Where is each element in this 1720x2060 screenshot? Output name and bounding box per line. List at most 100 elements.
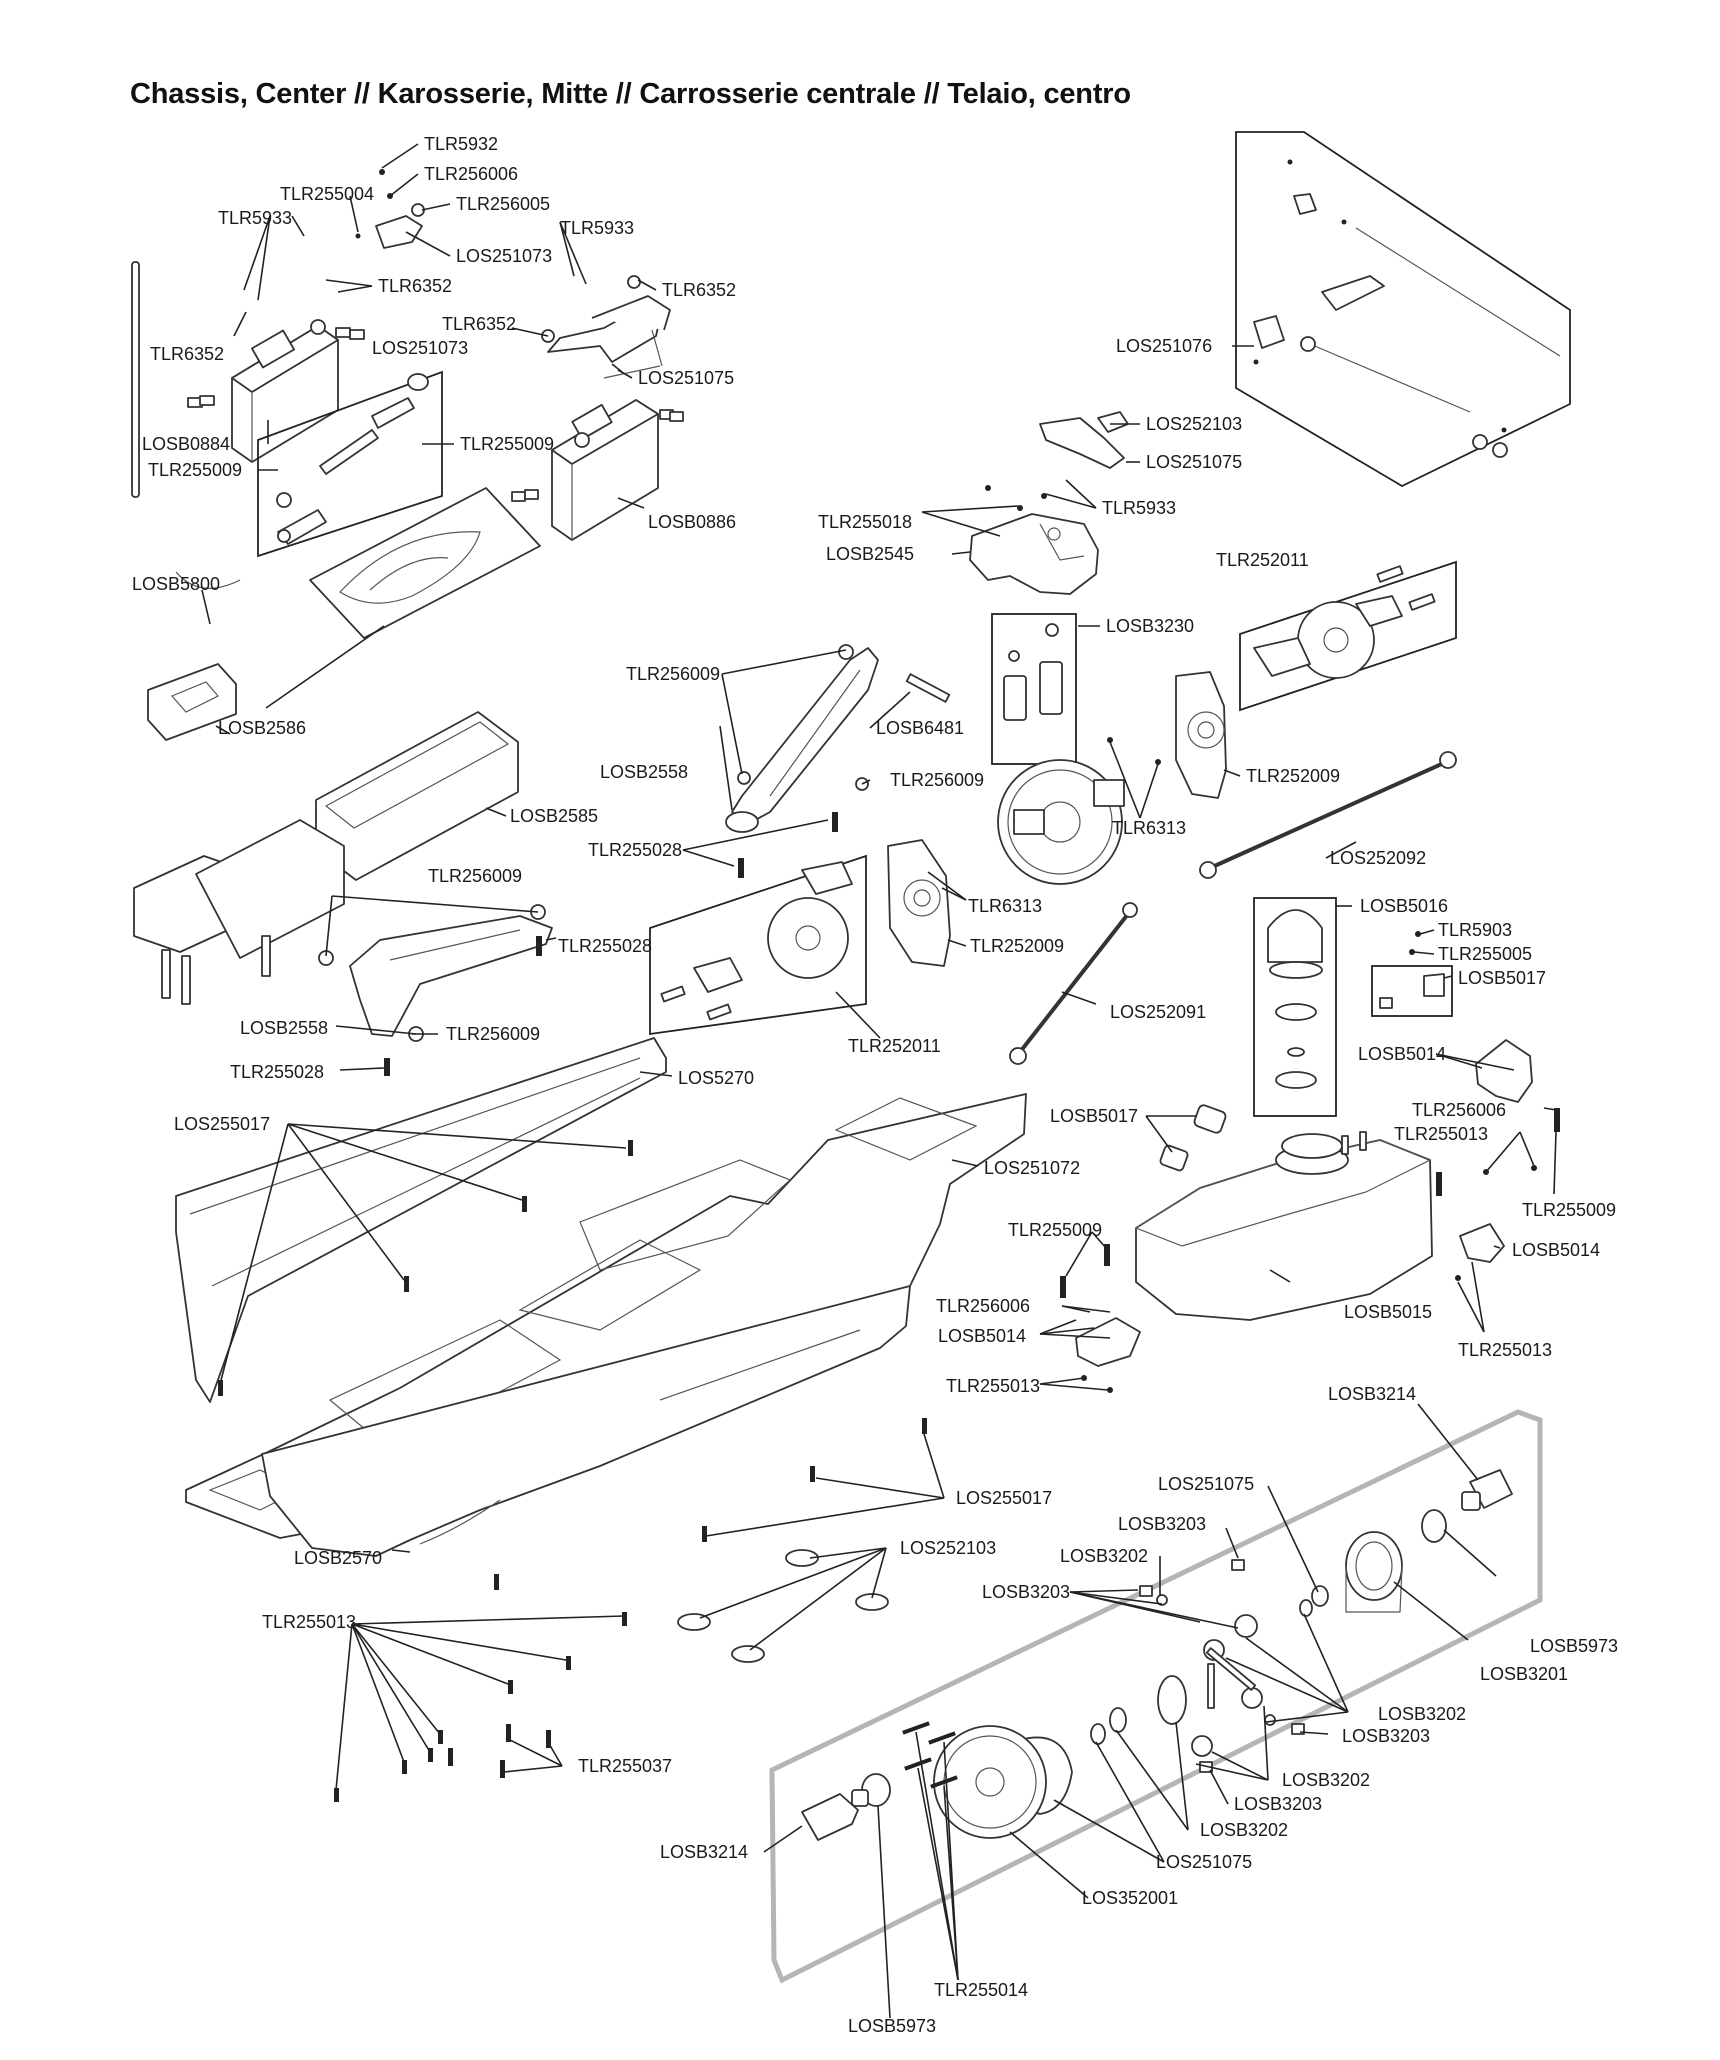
label-losb3214-low: LOSB3214 xyxy=(660,1842,748,1862)
label-losb0886: LOSB0886 xyxy=(648,512,736,532)
center-spur-gear-part xyxy=(997,759,1125,885)
label-los251073-top: LOS251073 xyxy=(456,246,552,266)
label-tlr255013-tankright: TLR255013 xyxy=(1458,1340,1552,1360)
label-tlr6313-right: TLR6313 xyxy=(1112,818,1186,838)
label-tlr6352-c: TLR6352 xyxy=(442,314,516,334)
driveshaft-rear-part xyxy=(1009,902,1138,1065)
label-los252092: LOS252092 xyxy=(1330,848,1426,868)
steering-servo-part xyxy=(187,319,365,463)
label-los5270: LOS5270 xyxy=(678,1068,754,1088)
center-diff-mount-part xyxy=(969,485,1099,595)
label-losb2585: LOSB2585 xyxy=(510,806,598,826)
label-los255017-right: LOS255017 xyxy=(956,1488,1052,1508)
label-tlr255005: TLR255005 xyxy=(1438,944,1532,964)
label-tlr256009-mid: TLR256009 xyxy=(890,770,984,790)
fuel-filter-box-part xyxy=(1253,897,1337,1117)
label-tlr5933-right: TLR5933 xyxy=(560,218,634,238)
label-tlr255009-mid: TLR255009 xyxy=(460,434,554,454)
label-tlr252011-low: TLR252011 xyxy=(848,1036,941,1056)
label-tlr255028-mid: TLR255028 xyxy=(558,936,652,956)
radio-box-part xyxy=(133,711,519,1005)
label-tlr255013-center: TLR255013 xyxy=(946,1376,1040,1396)
label-los251075-diff: LOS251075 xyxy=(1158,1474,1254,1494)
label-tlr5903: TLR5903 xyxy=(1438,920,1512,940)
chassis-screws-part xyxy=(218,1140,927,1663)
label-los352001: LOS352001 xyxy=(1082,1888,1178,1908)
top-plate-part xyxy=(1039,411,1129,469)
label-tlr255004: TLR255004 xyxy=(280,184,374,204)
label-los251075-left: LOS251075 xyxy=(638,368,734,388)
label-losb2558-top: LOSB2558 xyxy=(600,762,688,782)
label-losb5017-right: LOSB5017 xyxy=(1458,968,1546,988)
label-tlr255013-right: TLR255013 xyxy=(1394,1124,1488,1144)
label-losb5800: LOSB5800 xyxy=(132,574,220,594)
label-los251072: LOS251072 xyxy=(984,1158,1080,1178)
label-losb3202-d: LOSB3202 xyxy=(1200,1820,1288,1840)
label-losb3202-a: LOSB3202 xyxy=(1060,1546,1148,1566)
label-losb5016: LOSB5016 xyxy=(1360,896,1448,916)
label-losb5014-right: LOSB5014 xyxy=(1358,1044,1446,1064)
label-tlr256006-right: TLR256006 xyxy=(1412,1100,1506,1120)
label-tlr256005: TLR256005 xyxy=(456,194,550,214)
fuel-tank-part xyxy=(1134,1131,1433,1321)
diff-outdrive-box-part xyxy=(991,613,1077,765)
steering-linkage-part xyxy=(541,275,671,379)
label-losb2586: LOSB2586 xyxy=(218,718,306,738)
label-losb3202-b: LOSB3202 xyxy=(1378,1704,1466,1724)
brake-assembly-lower-part xyxy=(649,854,867,1036)
radio-tray-part xyxy=(147,487,541,741)
label-los252103-low: LOS252103 xyxy=(900,1538,996,1558)
label-losb2558-mid: LOSB2558 xyxy=(240,1018,328,1038)
side-guard-part xyxy=(175,1037,667,1403)
steering-linkage-box-part xyxy=(1235,131,1571,488)
label-losb5973-low: LOSB5973 xyxy=(848,2016,936,2036)
label-losb5014-left: LOSB5014 xyxy=(938,1326,1026,1346)
label-tlr6352-d: TLR6352 xyxy=(150,344,224,364)
label-losb3203-a: LOSB3203 xyxy=(1118,1514,1206,1534)
label-losb3203-d: LOSB3203 xyxy=(1234,1794,1322,1814)
label-losb3230: LOSB3230 xyxy=(1106,616,1194,636)
label-tlr5932: TLR5932 xyxy=(424,134,498,154)
label-tlr256009-top: TLR256009 xyxy=(626,664,720,684)
antenna-tube-part xyxy=(131,261,140,498)
label-tlr255028-low: TLR255028 xyxy=(230,1062,324,1082)
label-los252091: LOS252091 xyxy=(1110,1002,1206,1022)
label-losb5017-left: LOSB5017 xyxy=(1050,1106,1138,1126)
label-tlr6313-left: TLR6313 xyxy=(968,896,1042,916)
brake-assembly-upper-part xyxy=(1239,560,1457,712)
label-tlr256009-low: TLR256009 xyxy=(446,1024,540,1044)
loose-screws-part xyxy=(334,1612,627,1802)
label-losb3214-top: LOSB3214 xyxy=(1328,1384,1416,1404)
label-losb3203-b: LOSB3203 xyxy=(982,1582,1070,1602)
label-tlr255018: TLR255018 xyxy=(818,512,912,532)
label-tlr255009-center: TLR255009 xyxy=(1008,1220,1102,1240)
tank-mount-box-part xyxy=(1371,931,1453,1017)
label-tlr255028-top: TLR255028 xyxy=(588,840,682,860)
fuel-filter-part xyxy=(1159,1104,1227,1172)
label-tlr255037: TLR255037 xyxy=(578,1756,672,1776)
label-losb6481: LOSB6481 xyxy=(876,718,964,738)
part-drawings xyxy=(131,131,1571,1984)
label-tlr5933-left: TLR5933 xyxy=(218,208,292,228)
label-los252103-top: LOS252103 xyxy=(1146,414,1242,434)
label-tlr252009-top: TLR252009 xyxy=(1246,766,1340,786)
label-los251075-right: LOS251075 xyxy=(1146,452,1242,472)
label-tlr6352-b: TLR6352 xyxy=(662,280,736,300)
page-title: Chassis, Center // Karosserie, Mitte // … xyxy=(130,78,1131,110)
throttle-servo-part xyxy=(511,399,684,541)
leader-lines xyxy=(201,143,1557,2019)
label-tlr255014: TLR255014 xyxy=(934,1980,1028,2000)
label-tlr256006: TLR256006 xyxy=(424,164,518,184)
label-tlr252009-mid: TLR252009 xyxy=(970,936,1064,956)
label-tlr256009-left: TLR256009 xyxy=(428,866,522,886)
label-los255017-left: LOS255017 xyxy=(174,1114,270,1134)
label-tlr256006-center: TLR256006 xyxy=(936,1296,1030,1316)
label-tlr255009-left: TLR255009 xyxy=(148,460,242,480)
label-losb3203-c: LOSB3203 xyxy=(1342,1726,1430,1746)
chassis-brace-lower-part xyxy=(318,904,553,1076)
label-losb5015: LOSB5015 xyxy=(1344,1302,1432,1322)
label-losb0884: LOSB0884 xyxy=(142,434,230,454)
label-tlr255013-left: TLR255013 xyxy=(262,1612,356,1632)
label-tlr252011-top: TLR252011 xyxy=(1216,550,1309,570)
